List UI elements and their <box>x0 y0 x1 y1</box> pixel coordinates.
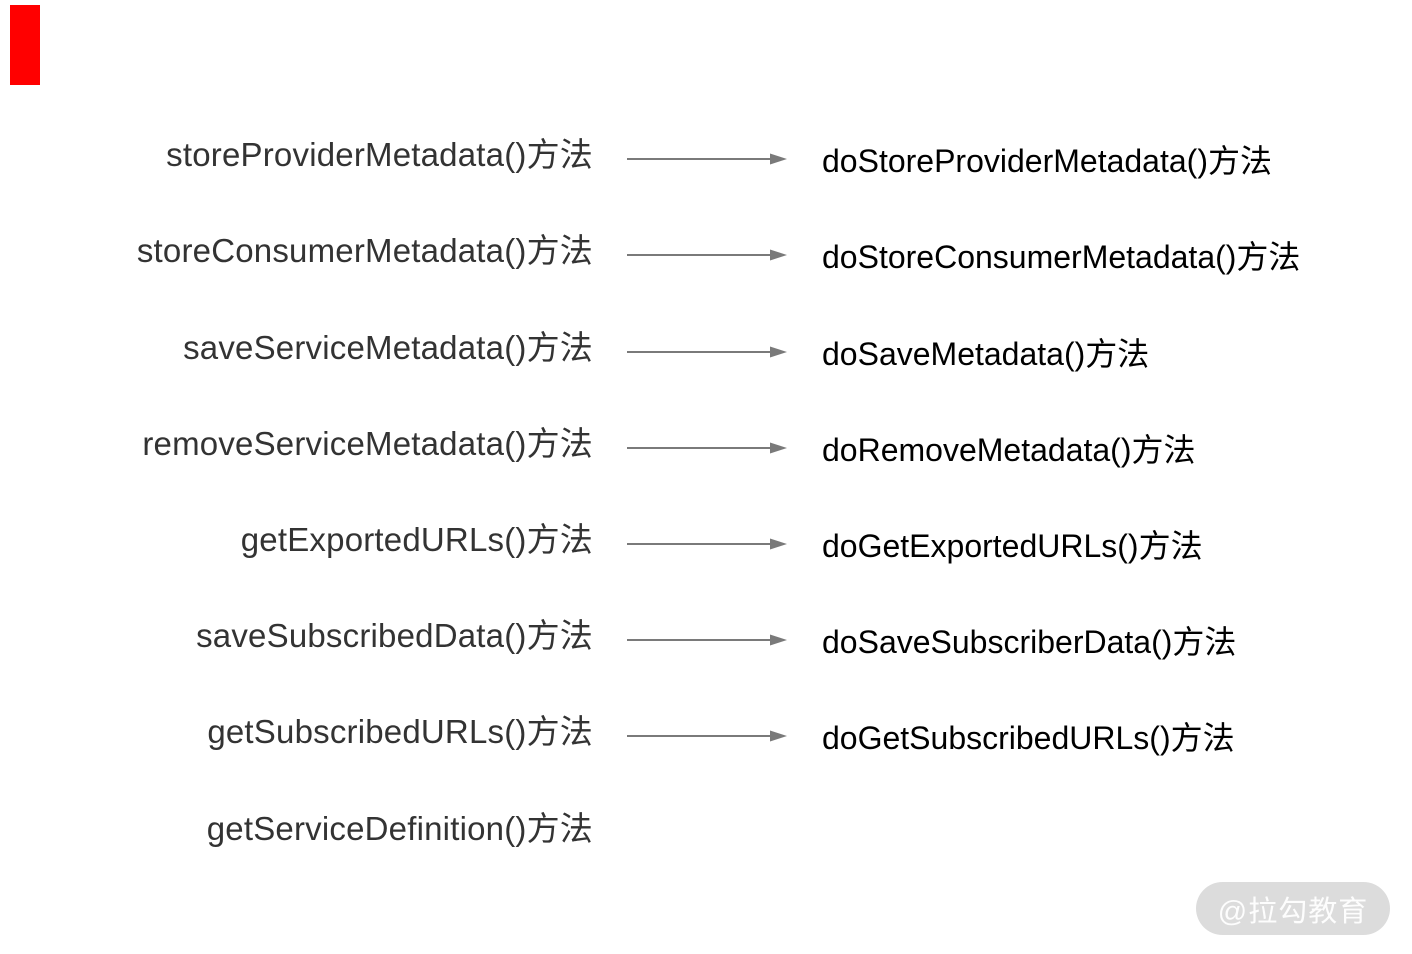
arrow-right-icon <box>627 632 787 648</box>
arrow-right-icon <box>627 536 787 552</box>
target-method-label: doGetSubscribedURLs()方法 <box>822 720 1235 756</box>
source-method-label: storeProviderMetadata()方法 <box>166 136 593 173</box>
watermark-text: @拉勾教育 <box>1217 895 1369 928</box>
target-method-label: doStoreProviderMetadata()方法 <box>822 143 1272 179</box>
source-method-label: storeConsumerMetadata()方法 <box>136 232 593 269</box>
watermark-badge: @拉勾教育 <box>1196 882 1390 935</box>
source-method-label: getSubscribedURLs()方法 <box>207 713 593 750</box>
arrow-right-icon <box>627 344 787 360</box>
target-method-label: doSaveMetadata()方法 <box>822 336 1150 372</box>
source-method-label: removeServiceMetadata()方法 <box>142 425 593 462</box>
arrow-right-icon <box>627 728 787 744</box>
target-method-label: doGetExportedURLs()方法 <box>822 528 1203 564</box>
arrow-right-icon <box>627 151 787 167</box>
target-method-label: doStoreConsumerMetadata()方法 <box>822 239 1301 275</box>
arrow-right-icon <box>627 247 787 263</box>
arrow-right-icon <box>627 440 787 456</box>
target-method-label: doRemoveMetadata()方法 <box>822 432 1196 468</box>
target-method-label: doSaveSubscriberData()方法 <box>822 624 1237 660</box>
source-method-label: getServiceDefinition()方法 <box>206 810 593 847</box>
source-method-label: saveSubscribedData()方法 <box>196 617 593 654</box>
source-method-label: getExportedURLs()方法 <box>240 521 593 558</box>
red-marker <box>10 5 40 85</box>
source-method-label: saveServiceMetadata()方法 <box>183 329 593 366</box>
